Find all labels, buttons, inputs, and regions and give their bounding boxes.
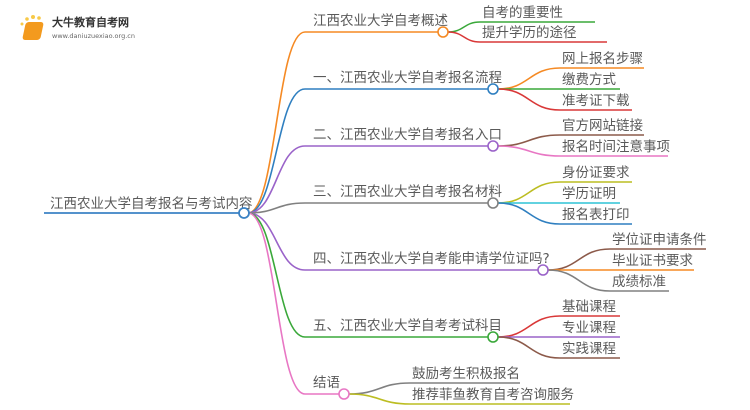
branch-connector xyxy=(247,202,306,214)
subtopic[interactable]: 报名表打印 xyxy=(562,206,630,223)
branch-connector xyxy=(247,212,306,271)
subtopic[interactable]: 报名时间注意事项 xyxy=(562,138,670,155)
subtopic-connector xyxy=(497,67,561,90)
subtopic[interactable]: 成绩标准 xyxy=(612,274,666,290)
collapse-toggle-icon xyxy=(338,388,350,400)
subtopic-connector xyxy=(497,336,561,359)
subtopic-connector xyxy=(497,181,561,204)
branch-connector xyxy=(247,212,306,395)
subtopic-connector xyxy=(497,202,561,225)
subtopic-connector xyxy=(497,88,561,111)
site-logo: 大牛教育自考网 www.daniuzuexiao.org.cn xyxy=(18,14,168,48)
subtopic[interactable]: 准考证下载 xyxy=(562,93,630,109)
subtopic-connector xyxy=(497,145,561,157)
subtopic[interactable]: 身份证要求 xyxy=(562,165,630,181)
logo-title: 大牛教育自考网 xyxy=(52,16,129,29)
logo-dots-icon xyxy=(20,15,41,26)
subtopic[interactable]: 官方网站链接 xyxy=(562,117,643,134)
subtopic[interactable]: 基础课程 xyxy=(562,298,616,315)
subtopic-connector xyxy=(348,382,411,395)
subtopic-connector xyxy=(497,134,561,147)
collapse-toggle-icon xyxy=(487,331,499,343)
subtopic-connector xyxy=(348,393,411,405)
subtopic[interactable]: 毕业证书要求 xyxy=(612,253,693,269)
branch-topic[interactable]: 结语 xyxy=(313,375,340,391)
collapse-toggle-icon xyxy=(487,197,499,209)
subtopic[interactable]: 专业课程 xyxy=(562,320,616,336)
subtopic[interactable]: 提升学历的途径 xyxy=(482,24,577,41)
collapse-toggle-icon xyxy=(487,83,499,95)
branch-topic[interactable]: 一、江西农业大学自考报名流程 xyxy=(313,70,502,86)
branch-connector xyxy=(247,212,306,338)
branch-connector xyxy=(247,145,306,214)
root-topic[interactable]: 江西农业大学自考报名与考试内容 xyxy=(50,195,253,212)
branch-topic[interactable]: 五、江西农业大学自考考试科目 xyxy=(313,318,502,334)
collapse-toggle-icon xyxy=(537,264,549,276)
branch-topic[interactable]: 四、江西农业大学自考能申请学位证吗? xyxy=(313,251,550,267)
subtopic-connector xyxy=(447,31,481,43)
subtopic-connector xyxy=(547,269,611,292)
logo-url: www.daniuzuexiao.org.cn xyxy=(52,32,135,40)
subtopic-connector xyxy=(497,315,561,338)
subtopic[interactable]: 缴费方式 xyxy=(562,72,616,88)
branch-topic[interactable]: 二、江西农业大学自考报名入口 xyxy=(313,127,502,143)
subtopic[interactable]: 自考的重要性 xyxy=(482,5,563,21)
subtopic[interactable]: 学历证明 xyxy=(562,186,616,202)
branch-connector xyxy=(247,31,306,214)
subtopic[interactable]: 网上报名步骤 xyxy=(562,51,643,67)
subtopic[interactable]: 学位证申请条件 xyxy=(612,231,707,248)
collapse-toggle-icon xyxy=(437,26,449,38)
subtopic[interactable]: 鼓励考生积极报名 xyxy=(412,366,520,382)
branch-connector xyxy=(247,88,306,214)
branch-topic[interactable]: 江西农业大学自考概述 xyxy=(313,13,448,29)
root-collapse-toggle-icon xyxy=(238,207,250,219)
subtopic[interactable]: 实践课程 xyxy=(562,341,616,357)
collapse-toggle-icon xyxy=(487,140,499,152)
subtopic-connector xyxy=(547,248,611,271)
subtopic-connector xyxy=(447,21,481,33)
subtopic[interactable]: 推荐菲鱼教育自考咨询服务 xyxy=(412,386,574,403)
branch-topic[interactable]: 三、江西农业大学自考报名材料 xyxy=(313,184,502,200)
